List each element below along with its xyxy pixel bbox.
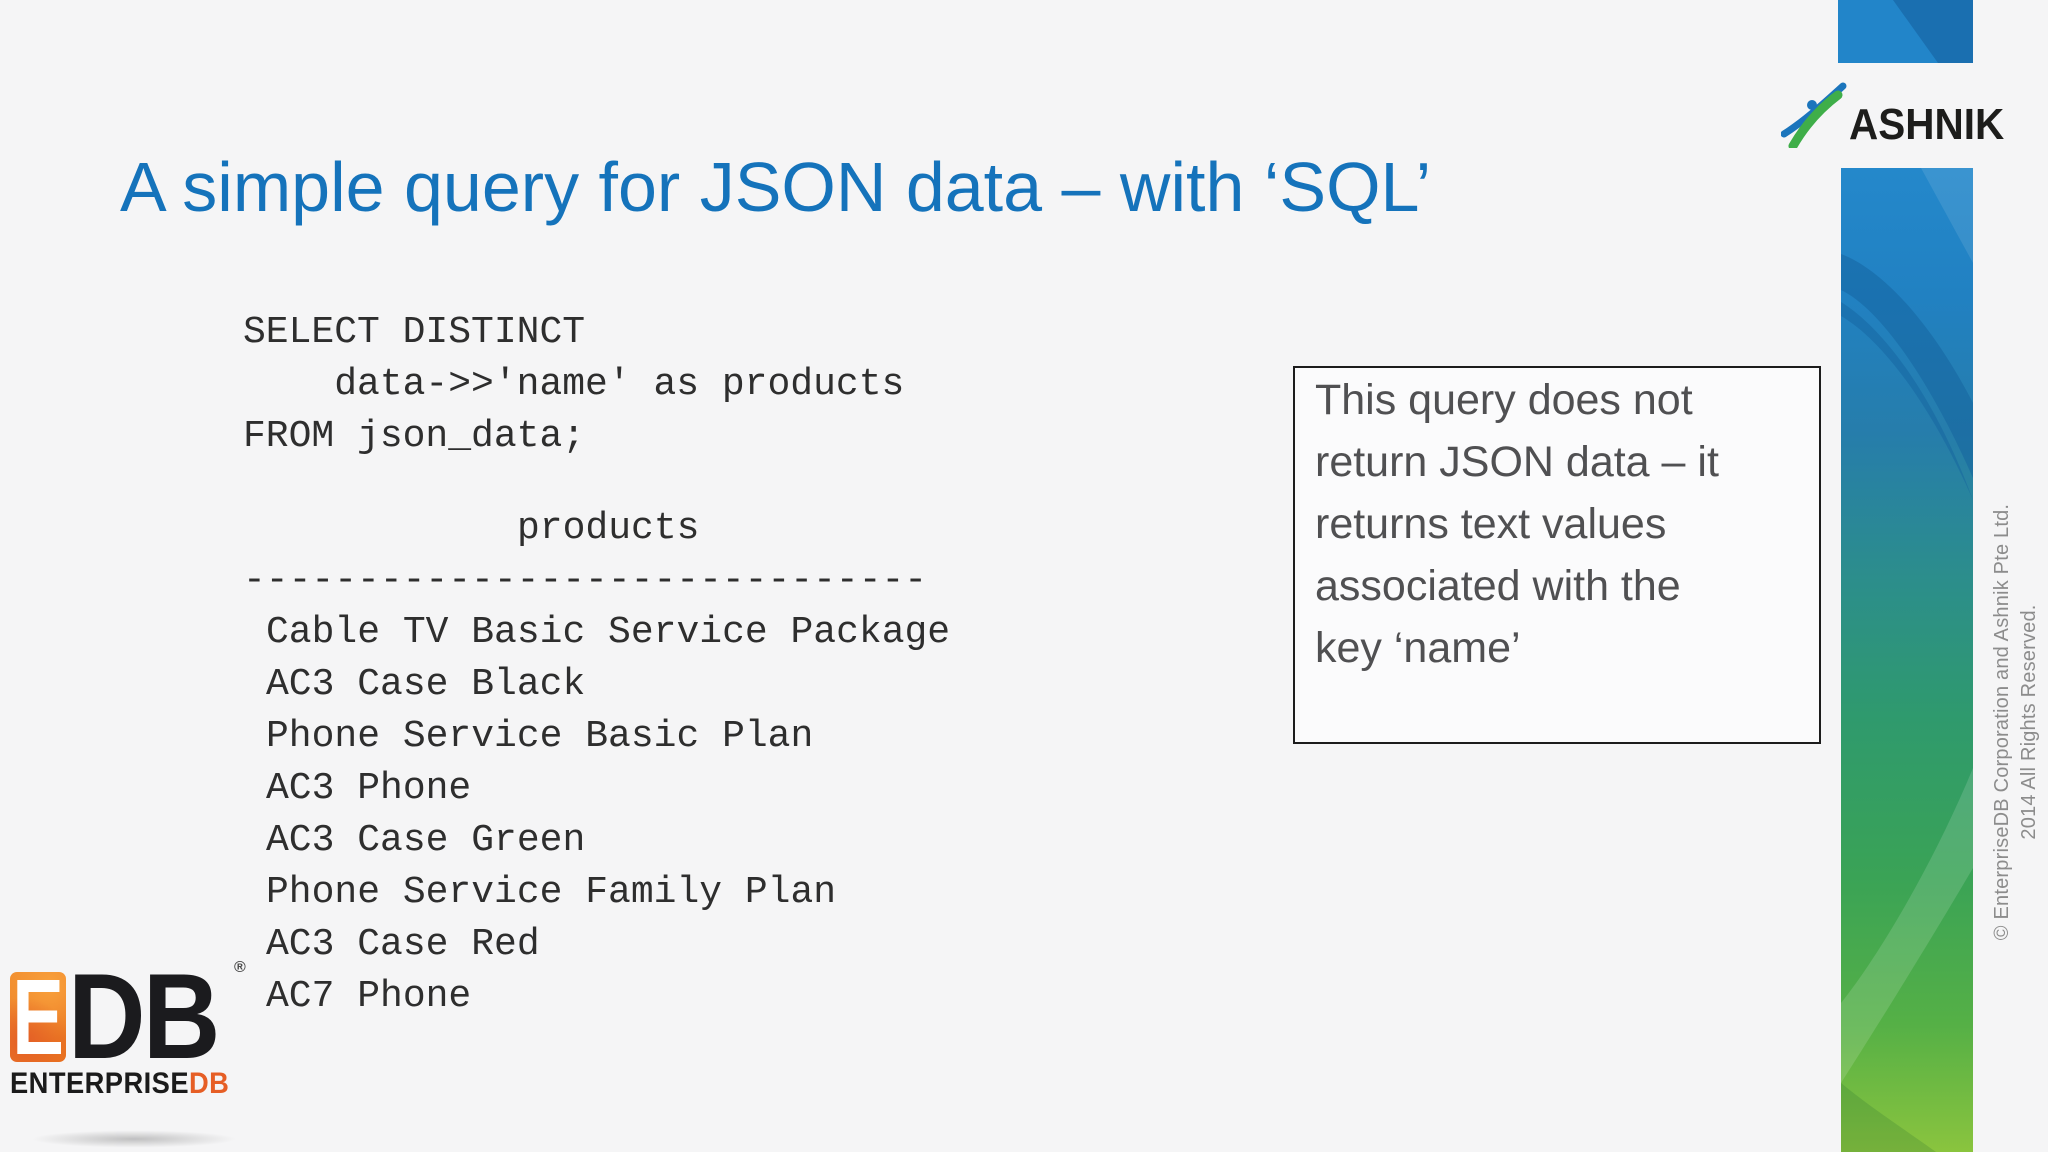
- result-row: Phone Service Basic Plan: [266, 715, 814, 758]
- registered-trademark-icon: ®: [234, 959, 246, 976]
- edb-logo: E DB ® ENTERPRISEDB: [10, 948, 270, 1148]
- edb-wordmark: ENTERPRISEDB: [10, 1069, 247, 1099]
- side-band-top-graphic: [1838, 0, 1973, 63]
- code-listing: SELECT DISTINCT data->>'name' as product…: [243, 307, 950, 1023]
- ashnik-wordmark: ASHNIK: [1849, 100, 2005, 149]
- result-row: AC3 Case Green: [266, 819, 586, 862]
- result-row: Phone Service Family Plan: [266, 871, 837, 914]
- note-line: return JSON data – it: [1315, 438, 1719, 486]
- result-row: AC3 Phone: [266, 767, 472, 810]
- edb-wordmark-db: DB: [189, 1067, 230, 1100]
- copyright-text: © EnterpriseDB Corporation and Ashnik Pt…: [1989, 462, 2043, 982]
- edb-db-letters: DB: [68, 948, 220, 1084]
- code-line-from: FROM json_data;: [243, 415, 586, 458]
- result-separator: ------------------------------: [243, 559, 928, 602]
- result-row: Cable TV Basic Service Package: [266, 611, 951, 654]
- side-band: [1841, 168, 1973, 1152]
- edb-logo-mark: E DB ®: [10, 948, 270, 1084]
- copyright-line-1: © EnterpriseDB Corporation and Ashnik Pt…: [1991, 503, 2013, 941]
- edb-e-letter: E: [12, 972, 64, 1062]
- note-line: This query does not: [1315, 376, 1693, 424]
- edb-logo-shadow: [28, 1130, 240, 1148]
- copyright-line-2: 2014 All Rights Reserved.: [2018, 604, 2040, 840]
- code-blank-line: [243, 463, 950, 503]
- note-box: This query does not return JSON data – i…: [1293, 366, 1821, 744]
- side-band-top-segment: [1838, 0, 1973, 63]
- note-line: associated with the: [1315, 562, 1681, 610]
- note-line: returns text values: [1315, 500, 1667, 548]
- edb-wordmark-enterprise: ENTERPRISE: [10, 1067, 190, 1100]
- result-row: AC3 Case Red: [266, 923, 540, 966]
- ashnik-swoosh-icon: [1781, 82, 1847, 148]
- code-line-select: SELECT DISTINCT: [243, 311, 586, 354]
- note-line: key ‘name’: [1315, 624, 1521, 672]
- result-column-header: products: [517, 507, 700, 550]
- ashnik-logo: ASHNIK: [1781, 82, 2018, 148]
- page-title: A simple query for JSON data – with ‘SQL…: [120, 148, 1432, 226]
- edb-e-tile: E: [10, 972, 66, 1062]
- result-row: AC3 Case Black: [266, 663, 586, 706]
- result-row: AC7 Phone: [266, 975, 472, 1018]
- code-line-projection: data->>'name' as products: [243, 363, 905, 406]
- side-band-graphic: [1841, 168, 1973, 1152]
